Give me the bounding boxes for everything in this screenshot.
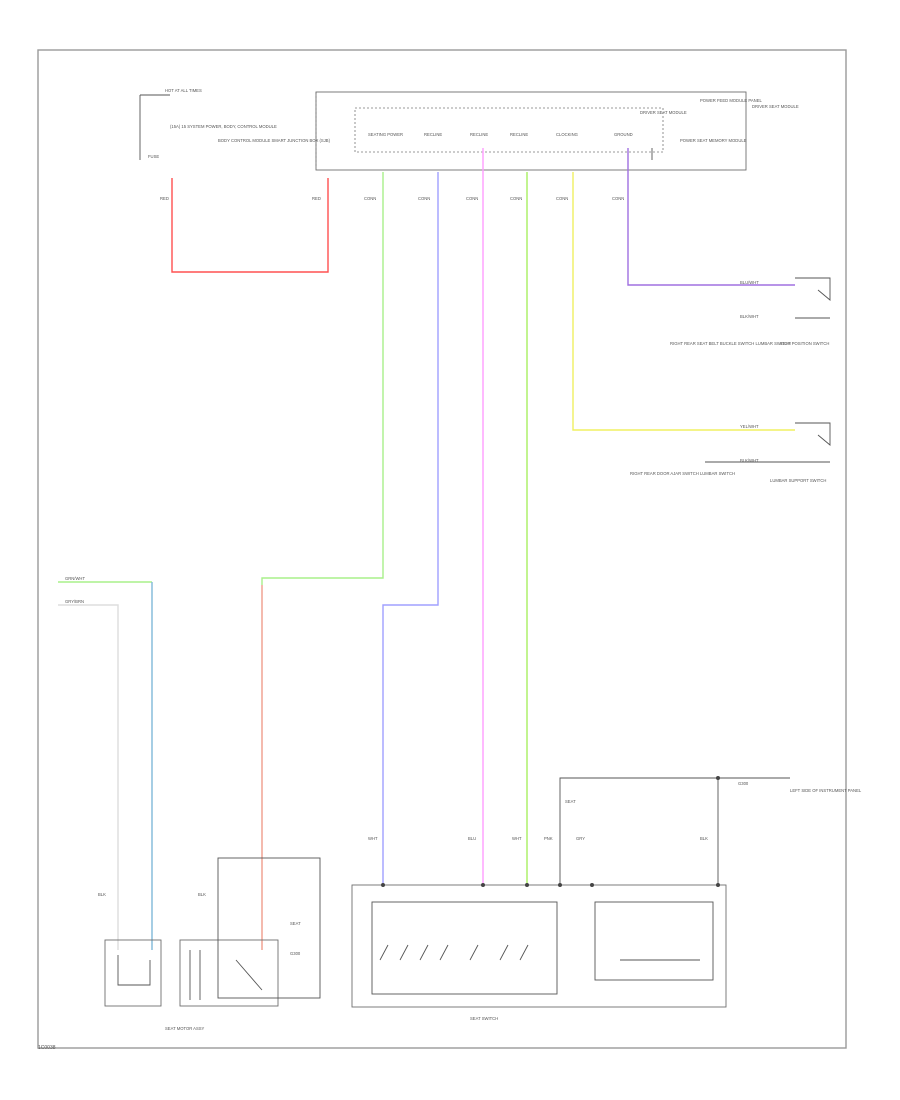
wire-red-1: RED (160, 196, 169, 201)
bottom-wire-labels: WHT BLU WHT PNK GRY BLK BLK BLK (98, 836, 708, 897)
wire-c4: CONN (510, 196, 522, 201)
wire-c1: CONN (364, 196, 376, 201)
bottom-wire-2: BLU (468, 836, 476, 841)
module-side-label: POWER SEAT MEMORY MODULE (680, 138, 747, 143)
module-pin-2: RECLINE (424, 132, 442, 137)
bottom-wire-5: GRY (576, 836, 585, 841)
top-right-note: POWER FEED MODULE PANEL (700, 98, 762, 103)
relay-small-label: SEAT (290, 921, 301, 926)
left-white-wire (58, 604, 119, 950)
corner-code: 1C0038 (38, 1045, 56, 1051)
seat-motor-assembly: SEAT G300 SEAT MOTOR ASSY (104, 857, 321, 1031)
bottom-wire-3: WHT (512, 836, 522, 841)
sw2-left-label: RIGHT REAR DOOR AJAR SWITCH LUMBAR SWITC… (630, 471, 735, 476)
sw1-left-label: RIGHT REAR SEAT BELT BUCKLE SWITCH LUMBA… (670, 341, 791, 346)
seat-position-switch: BLU/WHT BLK/WHT RIGHT REAR SEAT BELT BUC… (670, 277, 831, 346)
wire-c5: CONN (556, 196, 568, 201)
bottom-wire-6: BLK (700, 836, 708, 841)
diagram-frame (37, 49, 847, 1049)
fuse-desc: (15A) 15 SYSTEM POWER, BODY, CONTROL MOD… (170, 124, 277, 129)
yellow-wire (572, 172, 795, 431)
wire-c6: CONN (612, 196, 624, 201)
left-comp-label: SEAT MOTOR ASSY (165, 1026, 205, 1031)
bottom-wire-1: WHT (368, 836, 378, 841)
left-wire-2: GRY/BRN (65, 599, 84, 604)
sw1-wire-label: BLU/WHT (740, 280, 759, 285)
wire-c2: CONN (418, 196, 430, 201)
red-wire (171, 178, 329, 273)
sw2-gnd-label: BLK/WHT (740, 458, 759, 463)
module-title: DRIVER SEAT MODULE (640, 110, 687, 115)
module-right-label: DRIVER SEAT MODULE (752, 104, 799, 109)
seat-switch-assembly: SEAT G300 LEFT SIDE OF INSTRUMENT PANEL … (351, 776, 862, 1021)
module-pin-1: SEATING POWER (368, 132, 403, 137)
ground-desc: LEFT SIDE OF INSTRUMENT PANEL (790, 788, 862, 793)
sw1-gnd-label: BLK/WHT (740, 314, 759, 319)
connector-labels: RED RED CONN CONN CONN CONN CONN CONN (160, 196, 624, 201)
right-comp-label: SEAT SWITCH (470, 1016, 498, 1021)
wire-red-2: RED (312, 196, 321, 201)
driver-seat-module: DRIVER SEAT MODULE SEATING POWER RECLINE… (315, 91, 799, 171)
bottom-wire-8: BLK (198, 892, 206, 897)
lumbar-support-switch: YEL/WHT BLK/WHT RIGHT REAR DOOR AJAR SWI… (630, 422, 831, 483)
fuse-label: FUSE (148, 154, 159, 159)
violet-wire (382, 172, 439, 885)
ground-small-label: G300 (290, 951, 301, 956)
bottom-wire-4: PNK (544, 836, 553, 841)
module-pin-4: RECLINE (510, 132, 528, 137)
fuse-panel-desc: BODY CONTROL MODULE SMART JUNCTION BOX (… (218, 138, 331, 143)
sw2-right-label: LUMBAR SUPPORT SWITCH (770, 478, 826, 483)
module-pin-3: RECLINE (470, 132, 488, 137)
purple-wire (627, 148, 795, 286)
wire-c3: CONN (466, 196, 478, 201)
sw1-right-label: SEAT POSITION SWITCH (780, 341, 829, 346)
left-wire-1: GRN/WHT (65, 576, 85, 581)
ground-label: G300 (738, 781, 749, 786)
fuse-block: HOT AT ALL TIMES FUSE (15A) 15 SYSTEM PO… (139, 88, 331, 168)
module-pin-5: CLOCKING (556, 132, 578, 137)
green-wire (261, 172, 384, 950)
relay-label: SEAT (565, 799, 576, 804)
sw2-wire-label: YEL/WHT (740, 424, 759, 429)
hot-at-all-times-label: HOT AT ALL TIMES (165, 88, 202, 93)
module-pin-6: GROUND (614, 132, 633, 137)
bottom-wire-7: BLK (98, 892, 106, 897)
